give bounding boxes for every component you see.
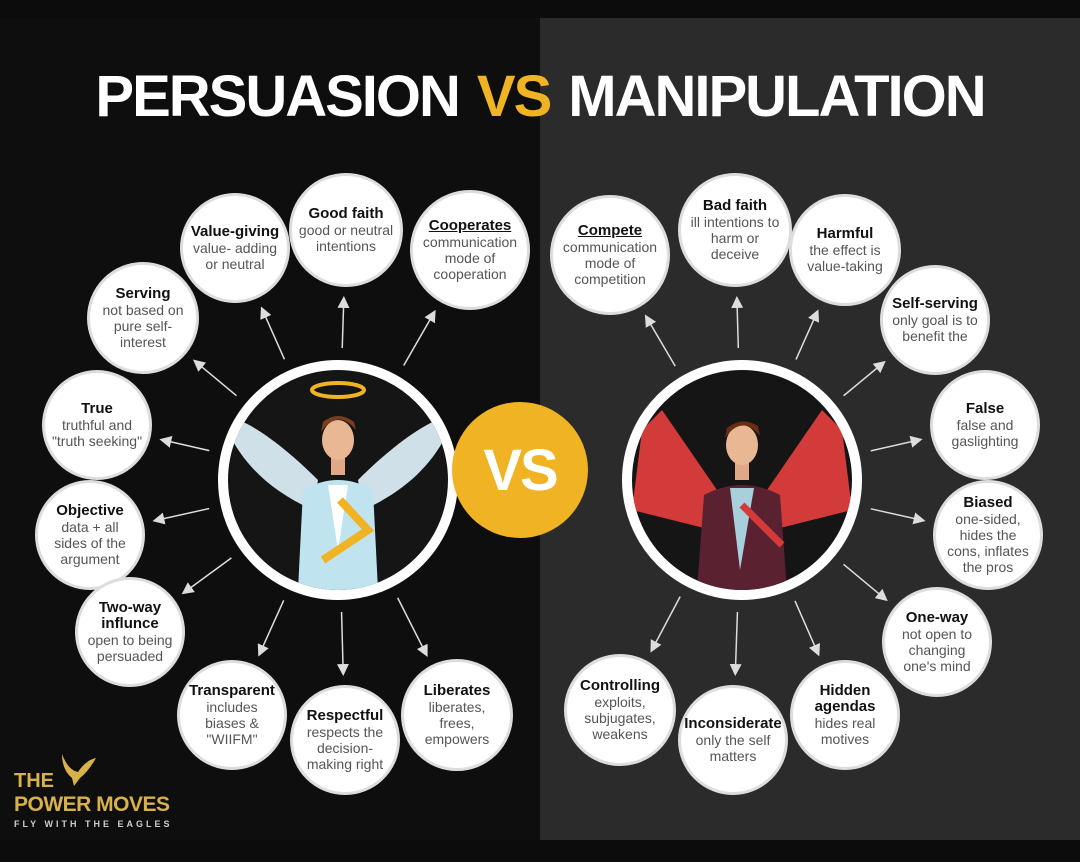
arrow [159,436,210,452]
bubble-text: truthful and "truth seeking" [51,417,143,449]
bubble-heading: Serving [115,285,171,302]
bubble-text: one-sided, hides the cons, inflates the … [947,511,1029,575]
bubble-text: open to being persuaded [87,632,173,664]
title-persuasion: PERSUASION [95,64,461,129]
devil-illustration [622,360,862,600]
bubble-text: ill intentions to harm or deceive [690,214,780,262]
bubble-heading: Value-giving [190,223,280,240]
logo-line2: POWER MOVES [14,793,170,816]
logo-line1: THE [14,770,54,792]
angel-illustration [218,360,458,600]
bubble-heading: Liberates [423,682,491,699]
arrow [152,507,210,525]
bubble-text: data + all sides of the argument [54,519,126,567]
title-manipulation: MANIPULATION [568,64,986,129]
bubble-text: not open to changing one's mind [901,626,973,674]
bubble-text: the effect is value-taking [807,242,883,274]
bubble-heading: Harmful [816,225,874,242]
arrow [731,295,744,349]
bubble-heading: Inconsiderate [684,715,782,732]
arrow [870,508,926,525]
bubble-heading: Objective [56,502,124,519]
arrow [644,314,676,367]
arrow [260,306,286,360]
bubble-heading: Bad faith [702,197,768,214]
bubble-text: value- adding or neutral [192,240,278,272]
arrow [181,557,232,595]
bubble-heading: False [965,400,1005,417]
bubble-heading: True [81,400,113,417]
bubble-text: includes biases & "WIIFM" [205,699,259,747]
bubble-heading: Two-way influnce [98,599,162,632]
bubble-text: liberates, frees, empowers [424,699,490,747]
bubble-heading: Respectful [306,707,384,724]
arrow [794,600,820,657]
bubble-text: good or neutral intentions [298,222,394,254]
arrow [403,309,436,366]
logo-tagline: FLY WITH THE EAGLES [14,819,173,829]
arrow [870,435,923,452]
bubble-text: communication mode of competition [562,239,658,287]
bubble-heading: Good faith [308,205,384,222]
bubble-text: respects the decision-making right [306,724,384,772]
bubble-text: hides real motives [814,715,876,747]
bubble-heading: Hidden agendas [814,682,876,715]
arrow [257,600,285,657]
angel-icon [228,381,448,590]
arrow [843,563,888,602]
brand-logo: THE POWER MOVES FLY WITH THE EAGLES [14,752,194,829]
bubble-text: exploits, subjugates, weakens [584,694,656,742]
bubble-heading: Cooperates [428,217,512,234]
bubble-heading: Compete [577,222,643,239]
bubble-text: communication mode of cooperation [422,234,518,282]
arrow [795,309,820,360]
vs-badge: VS [452,402,588,538]
bubble-heading: Biased [963,494,1013,511]
arrow [843,360,886,397]
bubble-heading: Transparent [189,682,275,699]
bubble-text: not based on pure self-interest [102,302,184,350]
bubble-heading: Self-serving [892,295,978,312]
arrow [396,597,428,658]
devil-icon [632,410,852,590]
arrow [729,611,742,677]
bubble-text: false and gaslighting [951,417,1019,449]
arrow [192,359,237,397]
bubble-text: only the self matters [695,732,771,764]
arrow [337,295,350,349]
arrow [650,596,681,653]
arrow [336,611,349,677]
bubble-text: only goal is to benefit the [892,312,978,344]
bubble-heading: Controlling [580,677,660,694]
title-vs: VS [476,64,552,129]
eagle-icon [62,754,96,786]
bubble-heading: One-way [905,609,969,626]
